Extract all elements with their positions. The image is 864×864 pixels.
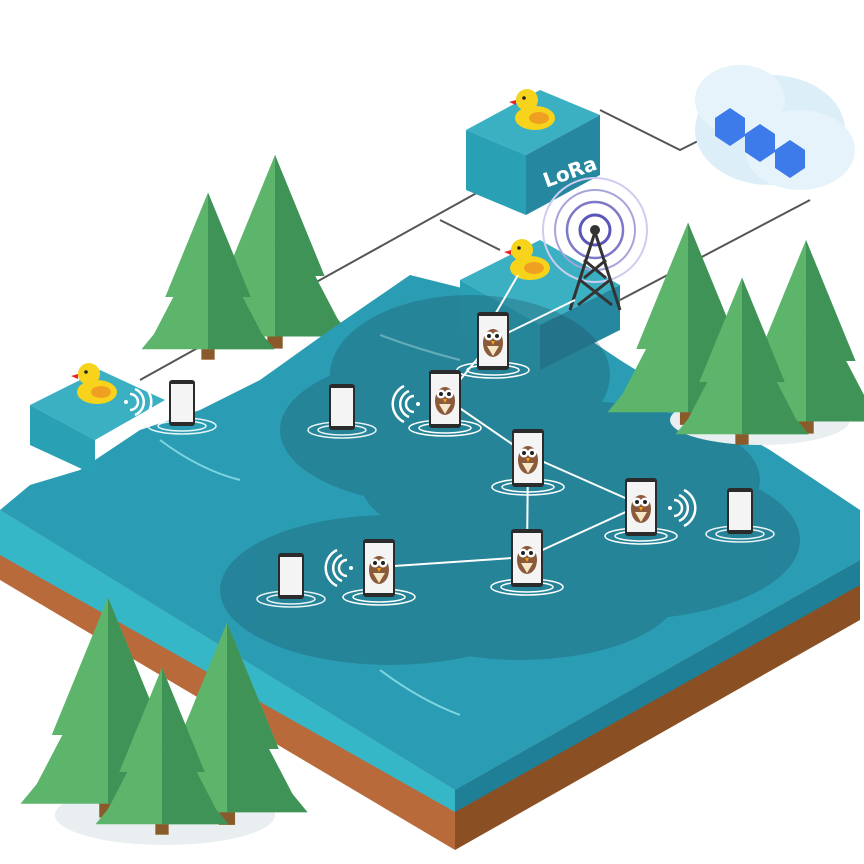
radio-tower-icon: [542, 177, 648, 311]
left-gateway: [30, 363, 165, 475]
cube-icon: [715, 108, 805, 178]
lora-gateway: LoRa: [466, 89, 600, 215]
tree-group-right: [607, 222, 864, 445]
cloud-icon: [695, 65, 855, 190]
tree-group-back-left: [141, 155, 352, 360]
tree-group-front-left: [20, 597, 308, 845]
phone-device: [147, 379, 217, 435]
